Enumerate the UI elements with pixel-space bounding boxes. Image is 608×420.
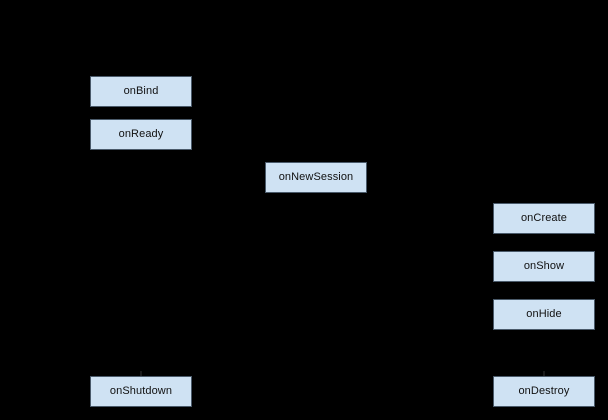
node-on-ready[interactable]: onReady	[90, 119, 192, 150]
node-on-destroy[interactable]: onDestroy	[493, 376, 595, 407]
node-label-on-create: onCreate	[520, 212, 568, 224]
node-label-on-new-session: onNewSession	[278, 171, 354, 183]
node-on-bind[interactable]: onBind	[90, 76, 192, 107]
node-label-on-destroy: onDestroy	[518, 385, 570, 397]
node-on-create[interactable]: onCreate	[493, 203, 595, 234]
node-on-new-session[interactable]: onNewSession	[265, 162, 367, 193]
node-on-show[interactable]: onShow	[493, 251, 595, 282]
node-label-on-ready: onReady	[118, 128, 164, 140]
node-on-shutdown[interactable]: onShutdown	[90, 376, 192, 407]
node-on-hide[interactable]: onHide	[493, 299, 595, 330]
node-label-on-bind: onBind	[123, 85, 159, 97]
node-label-on-show: onShow	[523, 260, 565, 272]
node-label-on-hide: onHide	[526, 308, 562, 320]
connector-to-on-shutdown	[140, 371, 142, 376]
node-label-on-shutdown: onShutdown	[109, 385, 173, 397]
connector-to-on-destroy	[543, 371, 545, 376]
